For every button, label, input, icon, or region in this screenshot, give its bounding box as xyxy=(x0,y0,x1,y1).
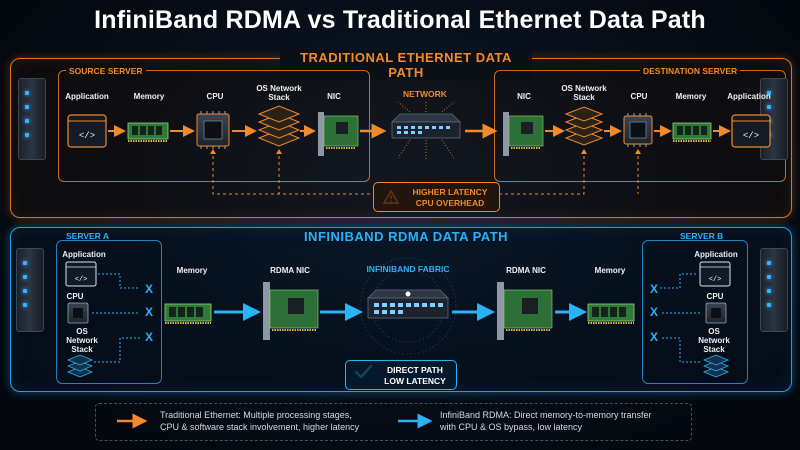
rdma-latency-callout: DIRECT PATH LOW LATENCY xyxy=(345,360,457,390)
server-b-label: SERVER B xyxy=(680,231,724,241)
server-b-stack-layers-icon xyxy=(702,354,730,378)
network-switch-icon xyxy=(391,100,461,160)
dest-memory-module-icon xyxy=(672,122,712,142)
ethernet-callout-line2: CPU OVERHEAD xyxy=(415,198,485,208)
source-memory-label: Memory xyxy=(133,92,165,101)
server-b-rack-icon xyxy=(760,248,788,332)
legend-rdma-line1: InfiniBand RDMA: Direct memory-to-memory… xyxy=(440,410,652,420)
server-a-stack-layers-icon xyxy=(66,354,94,378)
dest-memory-label: Memory xyxy=(675,92,707,101)
source-memory-module-icon xyxy=(127,122,169,142)
dest-os-stack-label: OS Network Stack xyxy=(561,84,607,102)
dest-stack-layers-icon xyxy=(564,106,604,146)
source-application-window-icon: </> xyxy=(67,114,107,148)
legend-ethernet-text: Traditional Ethernet: Multiple processin… xyxy=(160,409,380,433)
legend-rdma-line2: with CPU & OS bypass, low latency xyxy=(440,422,583,432)
destination-server-label: DESTINATION SERVER xyxy=(640,66,741,76)
source-application-label: Application xyxy=(65,92,109,101)
network-label: NETWORK xyxy=(403,89,447,99)
server-b-memory-label: Memory xyxy=(594,266,626,275)
source-cpu-label: CPU xyxy=(206,92,224,101)
svg-text:</>: </> xyxy=(75,276,88,284)
server-a-rdma-nic-label: RDMA NIC xyxy=(270,266,310,275)
dest-application-window-icon: </> xyxy=(731,114,771,148)
server-b-application-label: Application xyxy=(694,250,738,259)
legend-ethernet-line2: CPU & software stack involvement, higher… xyxy=(160,422,360,432)
ethernet-section-title: TRADITIONAL ETHERNET DATA PATH xyxy=(280,50,532,80)
dest-cpu-chip-icon xyxy=(623,113,653,147)
bypass-x-mark: X xyxy=(145,330,154,344)
infiniband-fabric-switch-icon xyxy=(359,257,457,355)
server-a-memory-label: Memory xyxy=(176,266,208,275)
rdma-callout-line2: LOW LATENCY xyxy=(384,376,446,386)
server-b-application-window-icon: </> xyxy=(699,261,731,287)
server-a-os-stack-label: OS Network Stack xyxy=(66,327,98,354)
dest-nic-card-icon xyxy=(503,112,544,156)
dest-application-label: Application xyxy=(727,92,771,101)
server-a-bypass-box xyxy=(56,240,162,384)
source-nic-label: NIC xyxy=(327,92,341,101)
server-b-rdma-nic-label: RDMA NIC xyxy=(506,266,546,275)
bypass-x-mark: X xyxy=(650,282,659,296)
dest-nic-label: NIC xyxy=(517,92,531,101)
svg-text:</>: </> xyxy=(709,276,722,284)
server-b-nic-card-icon xyxy=(497,282,553,340)
bypass-x-mark: X xyxy=(650,305,659,319)
rdma-section-title: INFINIBAND RDMA DATA PATH xyxy=(303,229,509,244)
svg-text:</>: </> xyxy=(743,131,759,141)
server-a-nic-card-icon xyxy=(263,282,319,340)
rdma-callout-line1: DIRECT PATH xyxy=(387,365,443,375)
source-os-stack-label: OS Network Stack xyxy=(256,84,302,102)
server-a-label: SERVER A xyxy=(66,231,109,241)
fabric-label: INFINIBAND FABRIC xyxy=(366,264,450,274)
legend-box xyxy=(95,403,692,441)
source-server-rack-icon xyxy=(18,78,46,160)
server-a-cpu-label: CPU xyxy=(66,292,84,301)
ethernet-latency-callout: HIGHER LATENCY CPU OVERHEAD xyxy=(373,182,500,212)
source-nic-card-icon xyxy=(318,112,359,156)
server-b-cpu-chip-icon xyxy=(705,302,727,324)
bypass-x-mark: X xyxy=(145,305,154,319)
source-server-label: SOURCE SERVER xyxy=(66,66,146,76)
legend-rdma-text: InfiniBand RDMA: Direct memory-to-memory… xyxy=(440,409,680,433)
bypass-x-mark: X xyxy=(650,330,659,344)
server-b-cpu-label: CPU xyxy=(706,292,724,301)
legend-ethernet-line1: Traditional Ethernet: Multiple processin… xyxy=(160,410,352,420)
svg-text:</>: </> xyxy=(79,131,95,141)
page-title: InfiniBand RDMA vs Traditional Ethernet … xyxy=(94,6,706,34)
server-b-os-stack-label: OS Network Stack xyxy=(698,327,730,354)
bypass-x-mark: X xyxy=(145,282,154,296)
source-stack-layers-icon xyxy=(257,105,301,147)
source-cpu-chip-icon xyxy=(196,111,230,149)
server-a-application-window-icon: </> xyxy=(65,261,97,287)
server-b-bypass-box xyxy=(642,240,748,384)
server-a-rack-icon xyxy=(16,248,44,332)
ethernet-callout-line1: HIGHER LATENCY xyxy=(412,187,488,197)
server-a-application-label: Application xyxy=(62,250,106,259)
server-b-memory-module-icon xyxy=(587,303,635,324)
source-server-box xyxy=(58,70,370,182)
server-a-memory-module-icon xyxy=(164,303,212,324)
dest-cpu-label: CPU xyxy=(630,92,648,101)
server-a-cpu-chip-icon xyxy=(67,302,89,324)
